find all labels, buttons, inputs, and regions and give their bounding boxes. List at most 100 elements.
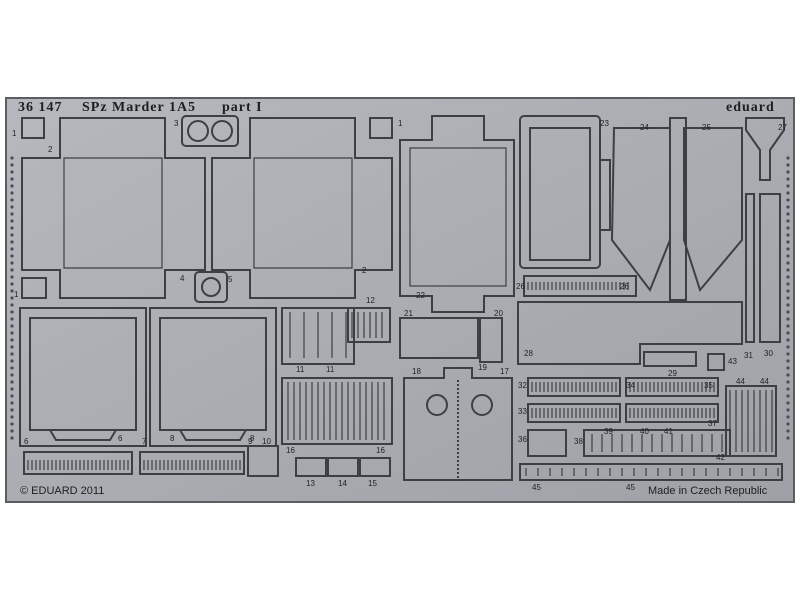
door-part-left [19,307,147,447]
part-number-11: 11 [296,365,305,374]
part-number-26: 26 [516,282,525,291]
grille-part-44 [725,385,777,457]
part-number-2: 2 [48,145,53,154]
part-30 [759,193,781,343]
part-34 [625,377,719,397]
part-38 [527,429,567,457]
part-5 [194,271,228,303]
part-number-42: 42 [716,453,725,462]
part-37 [625,403,719,423]
part-number-16: 16 [286,446,295,455]
part-number-45: 45 [626,483,635,492]
kit-title: SPz Marder 1A5 [82,100,197,115]
part-24-25 [610,117,743,301]
part-number-35: 35 [704,381,713,390]
part-number-7: 7 [142,437,147,446]
part-11-group [281,307,355,365]
plate-part-17-18 [403,367,513,481]
part-1-top-right [369,117,393,139]
part-label: part I [222,100,263,115]
part-number-2: 2 [362,266,367,275]
part-15 [359,457,391,477]
part-43 [707,353,725,371]
part-27 [745,117,785,181]
part-9-10 [247,445,279,477]
part-number-23: 23 [600,119,609,128]
part-number-38: 38 [574,437,583,446]
part-number-44: 44 [736,377,745,386]
part-14 [327,457,359,477]
part-number-16: 16 [376,446,385,455]
part-number-5: 5 [228,275,233,284]
part-number-36: 36 [518,435,527,444]
part-number-8: 8 [250,434,255,443]
part-1-left-mid [21,277,47,299]
origin-text: Made in Czech Republic [648,485,768,497]
part-21 [399,317,479,359]
part-number-1: 1 [398,119,403,128]
part-number-43: 43 [728,357,737,366]
part-29 [643,351,697,367]
part-number-34: 34 [626,381,635,390]
part-22 [399,115,515,313]
part-number-14: 14 [338,479,347,488]
part-number-44: 44 [760,377,769,386]
door-part-right [149,307,277,447]
part-number-18: 18 [412,367,421,376]
part-number-22: 22 [416,291,425,300]
strip-part-45 [519,463,783,481]
part-number-39: 39 [604,427,613,436]
part-32 [527,377,621,397]
part-12 [347,307,391,343]
part-number-26: 26 [620,282,629,291]
part-1-top-left [21,117,45,139]
hatch-part-right [211,117,393,299]
part-26 [523,275,637,297]
hatch-part-left [21,117,206,299]
part-19-20 [479,317,503,363]
part-number-15: 15 [368,479,377,488]
part-number-40: 40 [640,427,649,436]
part-number-19: 19 [478,363,487,372]
part-number-12: 12 [366,296,375,305]
part-number-20: 20 [494,309,503,318]
part-number-10: 10 [262,437,271,446]
part-number-3: 3 [174,119,179,128]
part-number-8: 8 [170,434,175,443]
part-number-33: 33 [518,407,527,416]
part-number-32: 32 [518,381,527,390]
strip-part-7 [139,451,245,475]
part-number-37: 37 [708,419,717,428]
part-number-21: 21 [404,309,413,318]
part-3 [181,115,239,147]
part-number-13: 13 [306,479,315,488]
part-number-24: 24 [640,123,649,132]
fret-perforations [10,156,790,440]
part-33 [527,403,621,423]
part-number-9: 9 [248,437,253,446]
part-number-30: 30 [764,349,773,358]
part-number-25: 25 [702,123,711,132]
part-number-6: 6 [24,437,29,446]
part-number-4: 4 [180,274,185,283]
part-13 [295,457,327,477]
part-number-41: 41 [664,427,673,436]
grille-part-16 [281,377,393,445]
part-number-29: 29 [668,369,677,378]
part-23 [519,115,611,269]
part-number-6: 6 [118,434,123,443]
strip-part-6 [23,451,133,475]
part-31 [745,193,755,343]
copyright-text: © EDUARD 2011 [20,485,105,497]
brand-logo: eduard [726,100,775,115]
kit-code: 36 147 [18,100,63,115]
part-number-31: 31 [744,351,753,360]
part-number-27: 27 [778,123,787,132]
part-number-45: 45 [532,483,541,492]
part-number-28: 28 [524,349,533,358]
part-number-1: 1 [12,129,17,138]
part-number-17: 17 [500,367,509,376]
part-28 [517,301,743,365]
part-number-11: 11 [326,365,335,374]
